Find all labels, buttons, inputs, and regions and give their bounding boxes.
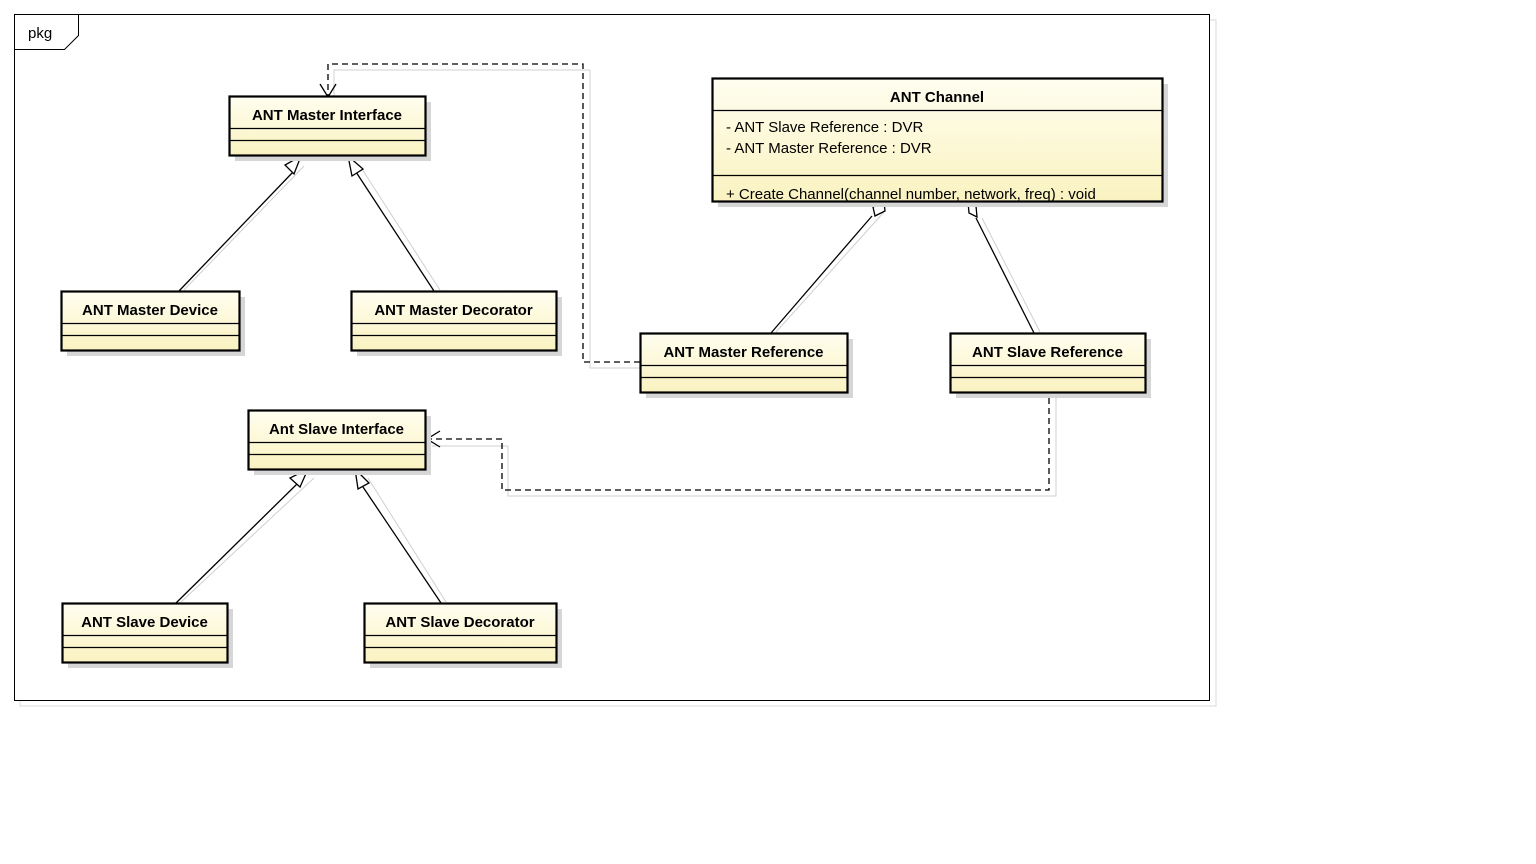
relation-shadows [180, 69, 1057, 603]
class-ant-master-device[interactable]: ANT Master Device [60, 290, 245, 357]
class-box [639, 332, 849, 394]
class-name: ANT Master Interface [252, 107, 402, 124]
class-name: ANT Slave Decorator [385, 614, 534, 631]
aggregation-line-master-reference [770, 215, 873, 334]
class-ant-master-decorator[interactable]: ANT Master Decorator [350, 290, 562, 357]
class-attribute: - ANT Master Reference : DVR [726, 140, 932, 157]
class-box [363, 602, 558, 664]
class-attribute: - ANT Slave Reference : DVR [726, 119, 923, 136]
class-box [61, 602, 229, 664]
class-operation: + Create Channel(channel number, network… [726, 186, 1096, 203]
class-name: ANT Master Decorator [374, 302, 533, 319]
dependency-line-master [327, 63, 640, 363]
class-ant-slave-decorator[interactable]: ANT Slave Decorator [363, 602, 562, 669]
relations [175, 63, 1050, 604]
class-name: ANT Channel [890, 89, 984, 106]
realization-line-slave-device [175, 483, 298, 604]
aggregation-line-slave-reference [975, 217, 1035, 334]
class-name: ANT Master Reference [663, 344, 823, 361]
dependency-line-slave [427, 398, 1050, 491]
class-name: ANT Slave Reference [972, 344, 1123, 361]
class-ant-master-reference[interactable]: ANT Master Reference [639, 332, 853, 399]
class-ant-slave-device[interactable]: ANT Slave Device [61, 602, 233, 669]
class-box [350, 290, 558, 352]
realization-line-slave-decorator [362, 486, 442, 604]
realization-line-master-device [178, 171, 294, 292]
class-ant-master-interface[interactable]: ANT Master Interface [228, 95, 431, 162]
class-name: ANT Slave Device [81, 614, 208, 631]
class-name: Ant Slave Interface [269, 421, 404, 438]
class-ant-slave-reference[interactable]: ANT Slave Reference [949, 332, 1151, 399]
class-box [247, 409, 427, 471]
realization-line-master-decorator [355, 171, 435, 292]
package-label: pkg [28, 25, 52, 42]
class-box [60, 290, 241, 352]
class-box [949, 332, 1147, 394]
class-box [228, 95, 427, 157]
class-name: ANT Master Device [82, 302, 218, 319]
class-ant-channel[interactable]: ANT Channel - ANT Slave Reference : DVR - … [711, 77, 1168, 208]
class-box [711, 77, 1164, 203]
class-ant-slave-interface[interactable]: Ant Slave Interface [247, 409, 431, 476]
